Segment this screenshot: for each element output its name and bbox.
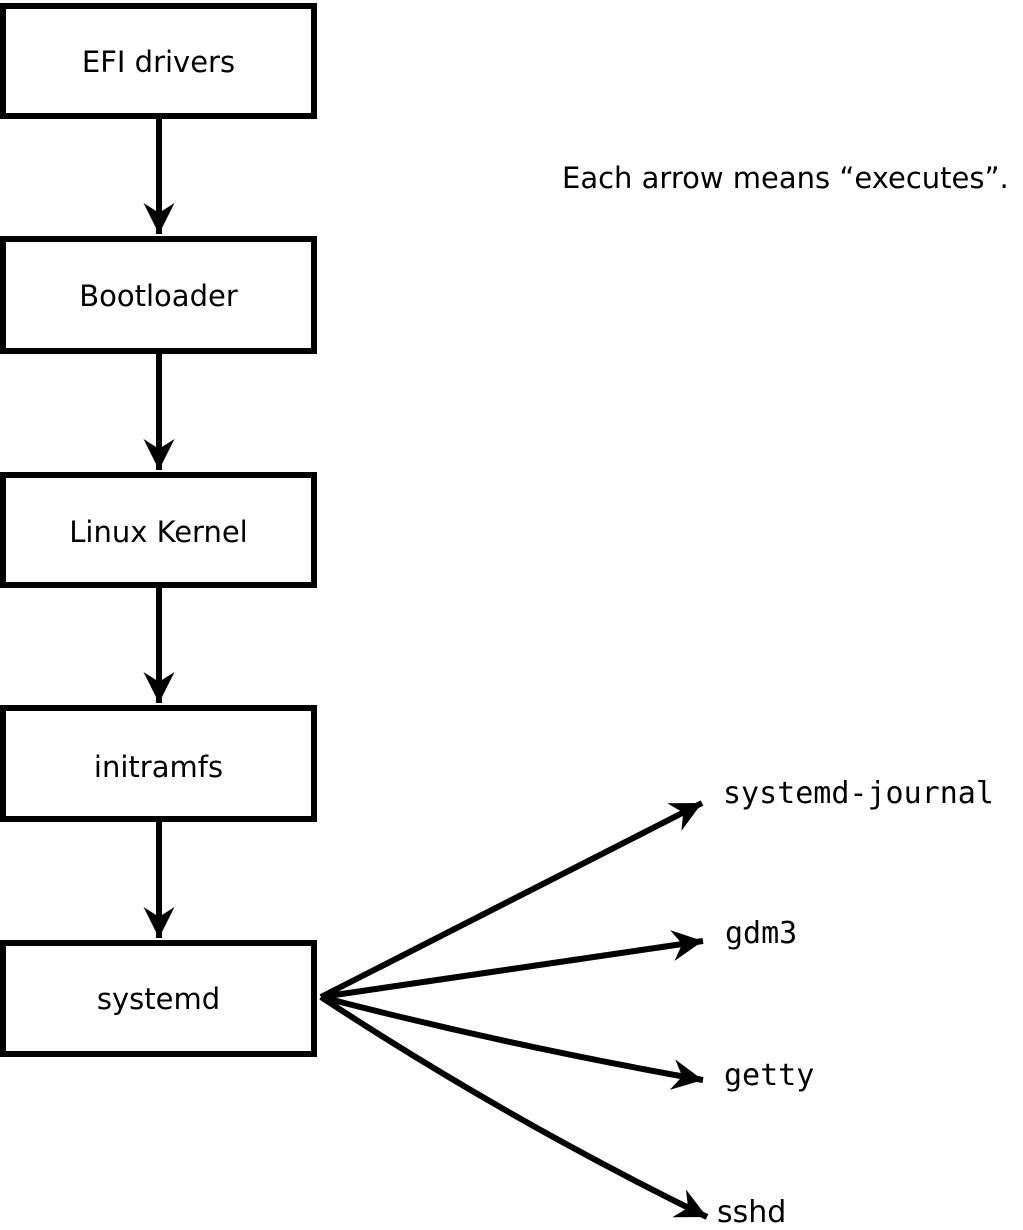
process-label-sshd: sshd [717, 1195, 786, 1230]
node-systemd: systemd [0, 940, 317, 1057]
process-label-getty: getty [724, 1058, 814, 1093]
edge-systemd-to-systemd-journal [319, 800, 704, 1000]
node-label-linux-kernel: Linux Kernel [69, 515, 247, 549]
node-box-systemd [0, 940, 317, 1057]
node-box-initramfs [0, 705, 317, 822]
node-linux-kernel: Linux Kernel [0, 472, 317, 588]
node-initramfs: initramfs [0, 705, 317, 822]
node-box-efi-drivers [0, 3, 317, 119]
arrow-meaning-note: Each arrow means “executes”. [562, 161, 1009, 195]
node-label-bootloader: Bootloader [79, 279, 238, 313]
process-label-systemd-journal: systemd-journal [723, 776, 994, 811]
node-label-efi-drivers: EFI drivers [82, 45, 235, 79]
process-label-gdm3: gdm3 [725, 916, 797, 951]
node-bootloader: Bootloader [0, 236, 317, 354]
node-box-bootloader [0, 236, 317, 354]
node-box-linux-kernel [0, 472, 317, 588]
edge-systemd-to-gdm3 [320, 930, 704, 1000]
edge-systemd-to-getty [320, 994, 704, 1090]
edge-systemd-to-sshd [319, 994, 709, 1220]
node-efi-drivers: EFI drivers [0, 3, 317, 119]
node-label-initramfs: initramfs [94, 750, 223, 784]
node-label-systemd: systemd [97, 982, 220, 1016]
